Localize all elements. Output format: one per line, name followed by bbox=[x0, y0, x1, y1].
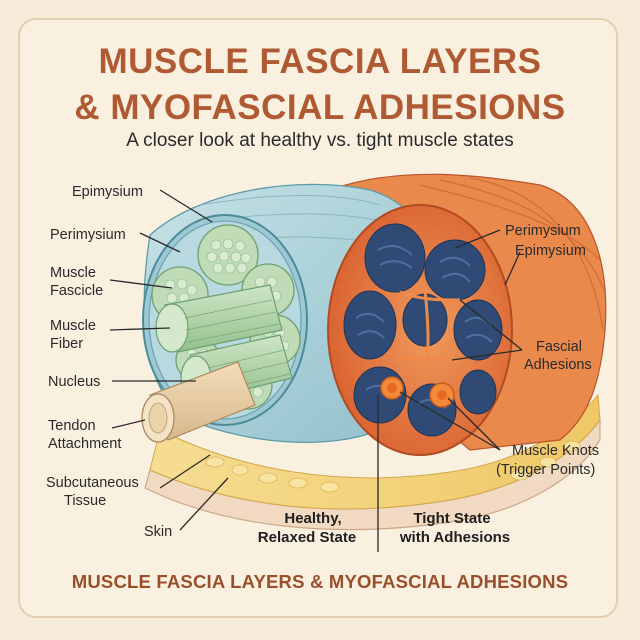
title-line-1: MUSCLE FASCIA LAYERS bbox=[98, 42, 542, 81]
label-muscle-fiber-1: Muscle bbox=[50, 318, 96, 334]
label-muscle-knots-1: Muscle Knots bbox=[512, 443, 599, 459]
label-nucleus: Nucleus bbox=[48, 374, 100, 390]
tendon bbox=[141, 361, 256, 443]
label-fascial-adhesions-1: Fascial bbox=[536, 339, 582, 355]
label-tendon-1: Tendon bbox=[48, 418, 96, 434]
label-epimysium-left: Epimysium bbox=[72, 184, 143, 200]
footer-title: MUSCLE FASCIA LAYERS & MYOFASCIAL ADHESI… bbox=[71, 571, 569, 592]
label-perimysium-right: Perimysium bbox=[505, 223, 581, 239]
label-perimysium-left: Perimysium bbox=[50, 227, 126, 243]
label-muscle-knots-2: (Trigger Points) bbox=[496, 462, 595, 478]
caption-tight-2: with Adhesions bbox=[399, 529, 510, 546]
label-skin: Skin bbox=[144, 524, 172, 540]
label-muscle-fascicle-2: Fascicle bbox=[50, 283, 103, 299]
label-muscle-fiber-2: Fiber bbox=[50, 336, 83, 352]
title-line-2: & MYOFASCIAL ADHESIONS bbox=[74, 88, 566, 127]
leader-lines bbox=[109, 189, 523, 552]
label-tendon-2: Attachment bbox=[48, 436, 121, 452]
subtitle: A closer look at healthy vs. tight muscl… bbox=[126, 130, 514, 151]
label-fascial-adhesions-2: Adhesions bbox=[524, 357, 592, 373]
caption-healthy-2: Relaxed State bbox=[258, 529, 356, 546]
label-subcutaneous-2: Tissue bbox=[64, 493, 106, 509]
caption-tight-1: Tight State bbox=[413, 510, 490, 527]
label-muscle-fascicle-1: Muscle bbox=[50, 265, 96, 281]
label-subcutaneous-1: Subcutaneous bbox=[46, 475, 139, 491]
label-epimysium-right: Epimysium bbox=[515, 243, 586, 259]
caption-healthy-1: Healthy, bbox=[284, 510, 341, 527]
tight-cross-section bbox=[327, 204, 513, 456]
